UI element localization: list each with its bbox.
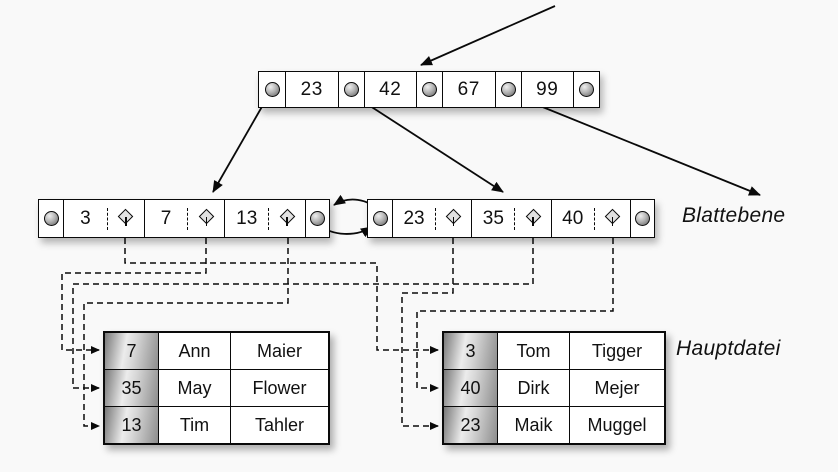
- leaf-key: 23: [393, 207, 437, 230]
- sibling-pointer-cell: [305, 200, 329, 237]
- root-key: 23: [285, 72, 338, 107]
- row-last-name: Flower: [230, 370, 328, 406]
- sibling-pointer-icon: [372, 211, 388, 226]
- record-pointer-cell: [269, 208, 305, 226]
- root-node: 23 42 67 99: [258, 71, 600, 108]
- record-pointer-stem: [124, 217, 127, 226]
- row-last-name: Maier: [230, 333, 328, 369]
- leaf-key: 35: [472, 207, 516, 230]
- child-pointer-cell: [573, 72, 599, 107]
- leaf-entry: 7: [143, 200, 225, 237]
- row-last-name: Tahler: [230, 407, 328, 443]
- record-pointer-cell: [436, 208, 471, 226]
- root-key: 42: [363, 72, 417, 107]
- table-row: 35 May Flower: [105, 369, 328, 406]
- leaf-key: 3: [64, 207, 108, 230]
- row-first-name: Tim: [158, 407, 230, 443]
- leaf-entry: 13: [224, 200, 305, 237]
- record-pointer-cell: [515, 208, 550, 226]
- row-last-name: Tigger: [569, 333, 664, 369]
- sibling-pointer-cell: [629, 200, 654, 237]
- record-pointer-stem: [286, 217, 288, 226]
- leaf-entry: 23: [392, 200, 471, 237]
- sibling-pointer-cell: [368, 200, 392, 237]
- record-pointer-cell: [108, 208, 144, 226]
- row-first-name: Ann: [158, 333, 230, 369]
- table-row: 3 Tom Tigger: [444, 333, 664, 369]
- child-pointer-icon: [500, 82, 516, 97]
- record-pointer-stem: [205, 217, 208, 226]
- row-key: 3: [444, 333, 497, 369]
- child-pointer-icon: [422, 82, 437, 97]
- leaf-node-left: 3 7 13: [38, 199, 330, 238]
- main-file-label: Hauptdatei: [676, 337, 781, 360]
- row-first-name: May: [158, 370, 230, 406]
- table-row: 7 Ann Maier: [105, 333, 328, 369]
- leaf-entry: 3: [63, 200, 144, 237]
- child-pointer-cell: [494, 72, 521, 107]
- child-pointer-cell: [337, 72, 364, 107]
- leaf-entry: 40: [550, 200, 630, 237]
- row-key: 40: [444, 370, 497, 406]
- row-last-name: Mejer: [569, 370, 664, 406]
- record-pointer-stem: [611, 217, 614, 226]
- child-pointer-icon: [343, 82, 359, 97]
- leaf-key: 40: [552, 207, 595, 230]
- record-pointer-stem: [452, 217, 455, 226]
- row-key: 13: [105, 407, 158, 443]
- row-key: 23: [444, 407, 497, 443]
- sibling-pointer-cell: [39, 200, 63, 237]
- root-key: 67: [442, 72, 495, 107]
- leaf-node-right: 23 35 40: [367, 199, 655, 238]
- incoming-root-arrow: [420, 5, 556, 66]
- child-pointer-cell: [416, 72, 442, 107]
- row-key: 7: [105, 333, 158, 369]
- root-key: 99: [520, 72, 574, 107]
- row-first-name: Dirk: [497, 370, 569, 406]
- main-file-table-right: 3 Tom Tigger 40 Dirk Mejer 23 Maik Mugge…: [442, 331, 666, 445]
- record-pointer-stem: [532, 217, 534, 226]
- row-first-name: Tom: [497, 333, 569, 369]
- leaf-key: 7: [145, 207, 189, 230]
- sibling-pointer-icon: [43, 211, 59, 226]
- sibling-pointer-icon: [634, 211, 650, 226]
- row-first-name: Maik: [497, 407, 569, 443]
- root-to-next-leaf-arrow: [507, 92, 761, 196]
- record-pointer-cell: [595, 208, 630, 226]
- main-file-table-left: 7 Ann Maier 35 May Flower 13 Tim Tahler: [103, 331, 330, 445]
- child-pointer-icon: [264, 82, 280, 97]
- leaf-key: 13: [225, 207, 270, 230]
- table-row: 40 Dirk Mejer: [444, 369, 664, 406]
- leaf-entry: 35: [471, 200, 550, 237]
- record-pointer-cell: [188, 208, 224, 226]
- table-row: 23 Maik Muggel: [444, 406, 664, 443]
- leaf-level-label: Blattebene: [682, 204, 786, 227]
- table-row: 13 Tim Tahler: [105, 406, 328, 443]
- child-pointer-icon: [579, 82, 594, 97]
- child-pointer-cell: [259, 72, 285, 107]
- sibling-pointer-icon: [310, 211, 326, 226]
- row-last-name: Muggel: [569, 407, 664, 443]
- row-key: 35: [105, 370, 158, 406]
